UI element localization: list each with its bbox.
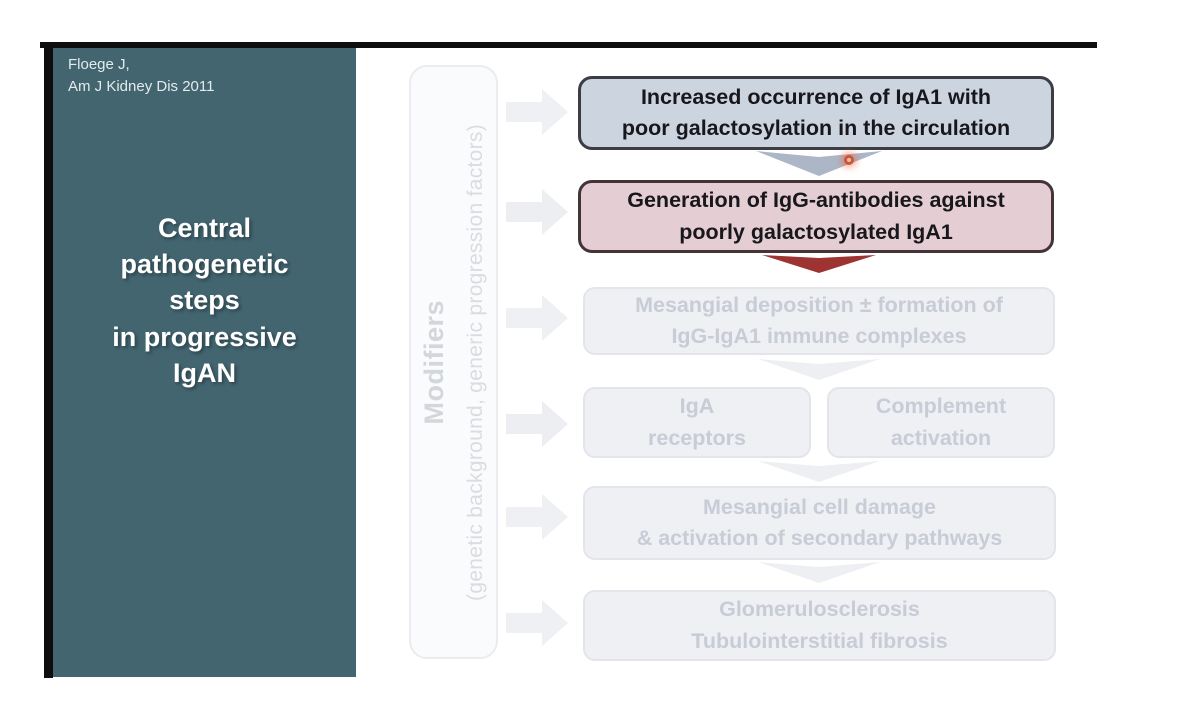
step-4b-label: Complement activation <box>875 394 1007 450</box>
modifiers-label: Modifiers <box>411 65 457 659</box>
title-panel: Floege J, Am J Kidney Dis 2011 Central p… <box>53 48 356 677</box>
slide-title: Central pathogenetic steps in progressiv… <box>112 213 297 388</box>
step-box-3: Mesangial deposition ± formation of IgG-… <box>583 287 1055 355</box>
flow-arrow-down-5-icon <box>758 562 880 583</box>
modifiers-note: (genetic background, generic progression… <box>455 65 497 659</box>
step-box-5: Mesangial cell damage & activation of se… <box>583 486 1056 560</box>
modifier-arrow-6-icon <box>506 600 568 646</box>
modifier-arrow-3-icon <box>506 295 568 341</box>
citation: Floege J, Am J Kidney Dis 2011 <box>68 56 215 95</box>
step-1-label: Increased occurrence of IgA1 with poor g… <box>621 84 1011 140</box>
modifier-arrow-5-icon <box>506 494 568 540</box>
modifiers-box <box>409 65 498 659</box>
step-6-label: Glomerulosclerosis Tubulointerstitial fi… <box>691 597 948 653</box>
laser-pointer-dot <box>844 155 854 165</box>
step-box-2: Generation of IgG-antibodies against poo… <box>578 180 1054 253</box>
modifiers-note-text: (genetic background, generic progression… <box>464 123 487 601</box>
slide-top-border <box>40 42 1097 48</box>
step-box-4-iga-receptors: IgA receptors <box>583 387 811 458</box>
step-4a-label: IgA receptors <box>648 394 746 450</box>
flow-arrow-down-4-icon <box>758 461 880 482</box>
flow-arrow-down-2-icon <box>762 255 876 273</box>
step-3-label: Mesangial deposition ± formation of IgG-… <box>635 292 1003 348</box>
modifiers-label-text: Modifiers <box>418 299 449 425</box>
modifier-arrow-1-icon <box>506 89 568 135</box>
modifier-arrow-4-icon <box>506 401 568 447</box>
step-2-label: Generation of IgG-antibodies against poo… <box>627 188 1005 244</box>
step-box-1: Increased occurrence of IgA1 with poor g… <box>578 76 1054 150</box>
flow-arrow-down-1-icon <box>756 151 882 176</box>
flow-arrow-down-3-icon <box>758 359 880 380</box>
step-box-6: Glomerulosclerosis Tubulointerstitial fi… <box>583 590 1056 661</box>
slide-left-border <box>44 42 53 678</box>
step-box-4-complement-activation: Complement activation <box>827 387 1055 458</box>
step-5-label: Mesangial cell damage & activation of se… <box>636 494 1003 550</box>
modifier-arrow-2-icon <box>506 189 568 235</box>
